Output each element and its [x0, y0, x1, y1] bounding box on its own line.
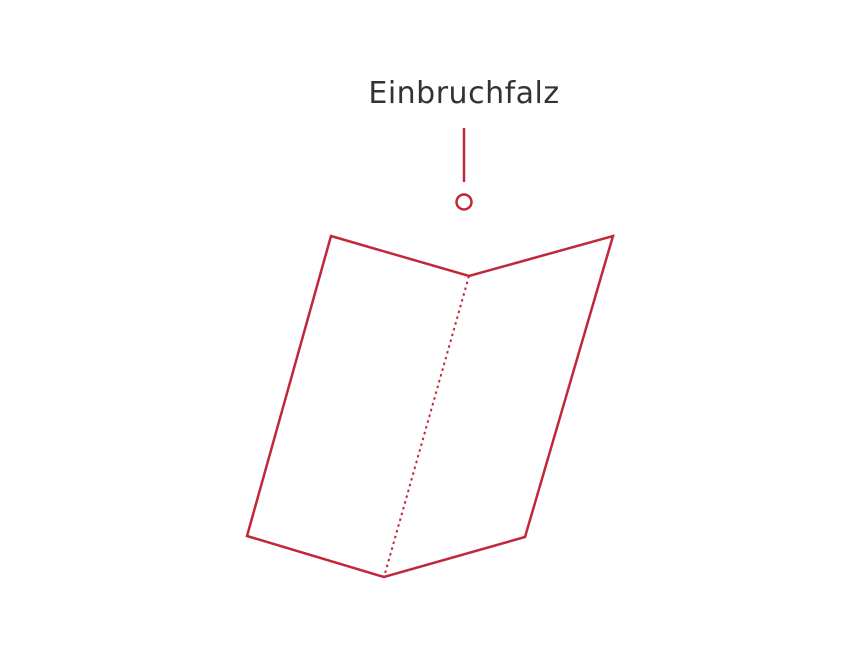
circle-marker-icon: [455, 193, 473, 211]
fold-label: Einbruchfalz: [368, 76, 559, 111]
fold-line: [383, 275, 470, 578]
folded-sheet-outline: [245, 234, 615, 579]
